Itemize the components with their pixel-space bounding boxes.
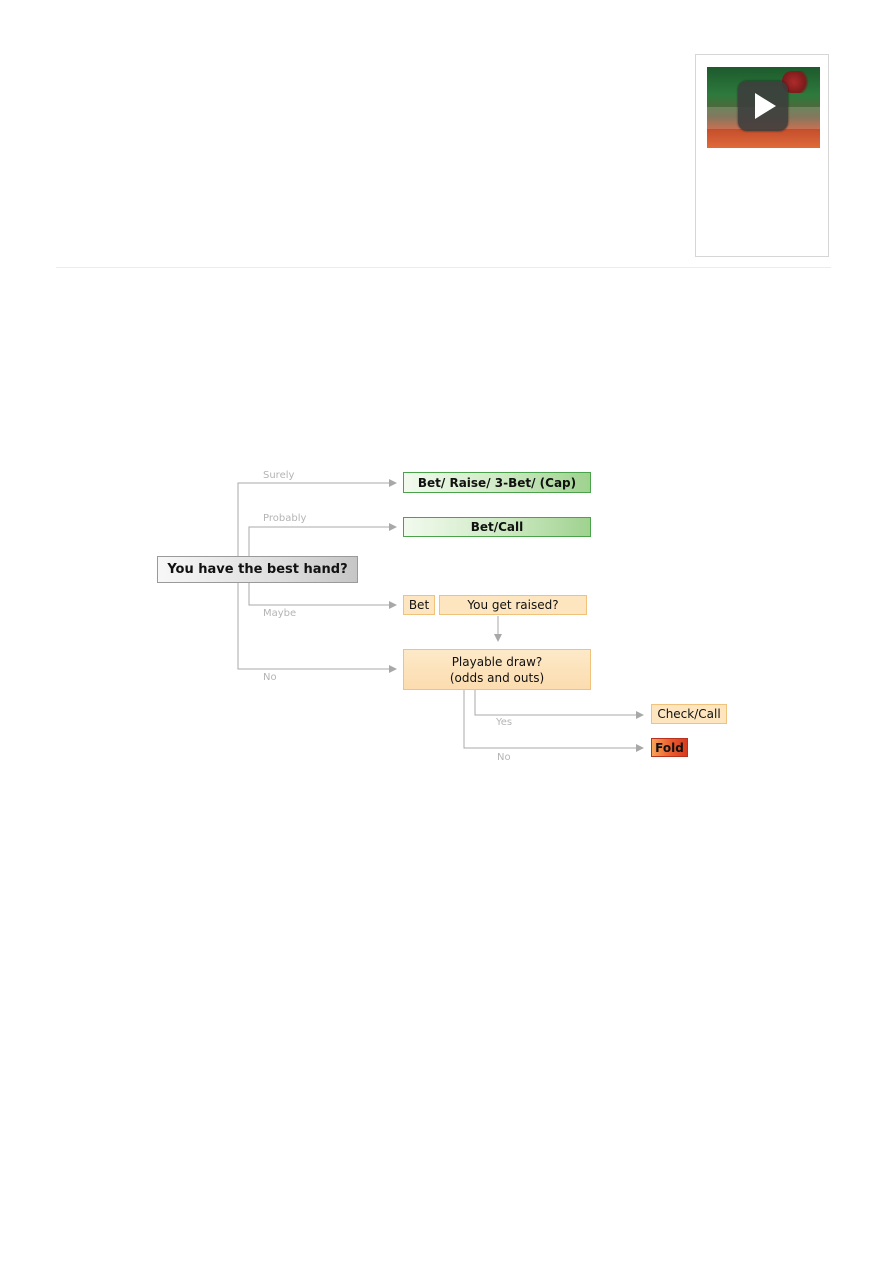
label-draw-yes: Yes	[496, 717, 513, 728]
node-bet-call: Bet/Call	[403, 517, 591, 537]
connector-surely	[237, 479, 397, 556]
node-bet-raise-cap: Bet/ Raise/ 3-Bet/ (Cap)	[403, 472, 591, 493]
play-button[interactable]	[738, 81, 788, 131]
connector-no	[237, 583, 397, 673]
node-you-get-raised: You get raised?	[439, 595, 587, 615]
node-fold: Fold	[651, 738, 688, 757]
label-maybe: Maybe	[263, 608, 297, 619]
play-icon	[755, 93, 776, 119]
poker-chips-image	[782, 71, 812, 93]
section-divider	[56, 267, 831, 268]
connector-draw-no	[463, 690, 644, 752]
node-playable-draw: Playable draw? (odds and outs)	[403, 649, 591, 690]
connector-maybe	[248, 583, 397, 609]
connector-probably	[248, 523, 397, 556]
playable-draw-line1: Playable draw?	[451, 654, 543, 669]
video-thumbnail[interactable]	[707, 67, 820, 148]
connector-draw-yes	[474, 690, 644, 719]
node-check-call: Check/Call	[651, 704, 727, 724]
node-best-hand-question: You have the best hand?	[157, 556, 358, 583]
label-probably: Probably	[263, 513, 307, 524]
node-bet: Bet	[403, 595, 435, 615]
label-surely: Surely	[263, 470, 295, 481]
label-no: No	[263, 672, 277, 683]
label-draw-no: No	[497, 752, 511, 763]
video-widget	[695, 54, 829, 257]
playable-draw-line2: (odds and outs)	[449, 670, 545, 685]
